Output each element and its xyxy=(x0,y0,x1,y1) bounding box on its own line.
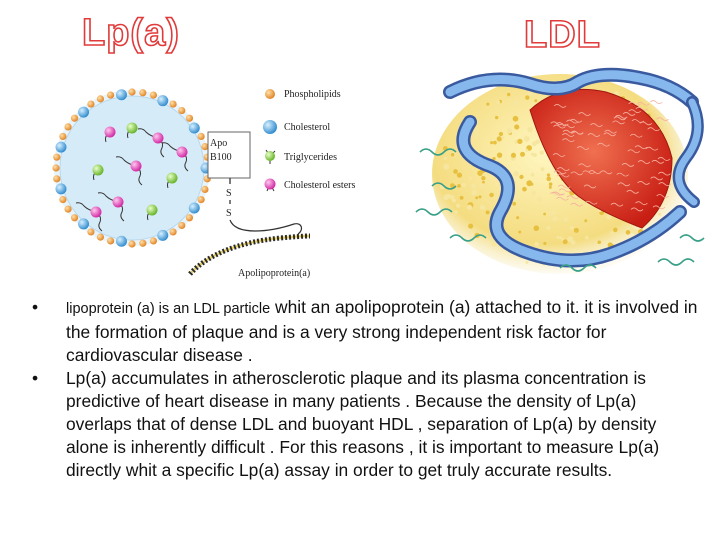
bullet-item: Lp(a) accumulates in atherosclerotic pla… xyxy=(30,367,700,482)
ldl-particle-diagram xyxy=(415,67,705,274)
phospholipid-sphere xyxy=(70,114,79,122)
phospholipid-sphere xyxy=(96,95,105,103)
apob-protein-ribbon xyxy=(443,67,704,268)
phospholipid-sphere xyxy=(64,205,72,213)
phospholipid-sphere xyxy=(87,228,95,236)
legend-label: Triglycerides xyxy=(284,152,337,163)
phospholipid-tails xyxy=(415,148,705,272)
core-molecules xyxy=(75,122,189,232)
lpa-title: Lp(a) xyxy=(81,11,180,55)
cholesterol-ester-molecule xyxy=(104,126,116,143)
triglyceride-molecule xyxy=(146,204,158,221)
phospholipid-sphere xyxy=(201,142,209,151)
phospholipid-sphere xyxy=(139,89,147,97)
phospholipid-sphere xyxy=(128,240,136,248)
legend-label: Cholesterol xyxy=(284,122,330,133)
legend-item-triglycerides: Triglycerides xyxy=(265,149,337,164)
legend: Phospholipids Cholesterol Triglycerides … xyxy=(263,89,355,192)
cholesterol-ester-molecule xyxy=(161,142,189,172)
phospholipid-sphere xyxy=(64,123,72,131)
cholesterol-sphere xyxy=(115,89,127,101)
legend-label: Cholesterol esters xyxy=(284,180,355,191)
ldl-title: LDL xyxy=(523,13,601,57)
phospholipid-shell xyxy=(52,88,212,248)
core-texture xyxy=(549,100,671,212)
phospholipid-sphere xyxy=(149,91,158,99)
phospholipid-sphere xyxy=(178,221,186,230)
disulfide-s-label-2: S xyxy=(226,208,232,219)
apo-label: Apo xyxy=(210,138,227,149)
phospholipid-sphere xyxy=(106,237,115,245)
cholesterol-ester-molecule xyxy=(115,156,143,186)
disulfide-s-label: S xyxy=(226,188,232,199)
phospholipid-sphere xyxy=(169,100,177,108)
legend-label: Phospholipids xyxy=(284,89,341,100)
phospholipid-sphere xyxy=(53,153,61,161)
phospholipid-sphere xyxy=(139,239,147,247)
cholesterol-sphere xyxy=(78,106,90,118)
phospholipid-sphere xyxy=(128,88,136,96)
legend-item-phospholipids: Phospholipids xyxy=(265,89,341,100)
triglyceride-molecule xyxy=(166,172,178,189)
cholesterol-sphere xyxy=(157,95,169,107)
disulfide-bond: S S xyxy=(226,178,232,219)
pink-molecule-icon xyxy=(264,178,276,192)
bullet-item: lipoprotein (a) is an LDL particle whit … xyxy=(30,296,700,367)
lipoprotein-sphere xyxy=(52,88,212,248)
blue-sphere-icon xyxy=(263,120,277,134)
apolipoprotein-a-label: Apolipoprotein(a) xyxy=(238,268,310,279)
lpa-particle-diagram: Apo B100 S S Apolipoprotein(a) Phospholi… xyxy=(52,88,355,279)
cholesterol-sphere xyxy=(188,202,200,214)
cholesterol-sphere xyxy=(55,183,67,195)
cholesterol-ester-molecule xyxy=(75,202,103,232)
b100-label: B100 xyxy=(210,152,232,163)
phospholipid-sphere xyxy=(185,114,194,122)
triglyceride-molecule xyxy=(92,164,104,181)
phospholipid-sphere xyxy=(53,175,61,183)
orange-sphere-icon xyxy=(265,89,275,99)
phospholipid-sphere xyxy=(169,228,177,236)
cholesterol-sphere xyxy=(78,218,90,230)
green-molecule-icon xyxy=(265,149,276,164)
apolipoprotein-a-chain: Apolipoprotein(a) xyxy=(188,219,310,279)
phospholipid-sphere xyxy=(201,185,209,194)
phospholipid-sphere xyxy=(197,195,205,204)
cholesterol-sphere xyxy=(115,235,127,247)
cholesterol-sphere xyxy=(157,229,169,241)
triglyceride-molecule xyxy=(126,122,138,139)
cholesterol-ester-molecule xyxy=(137,128,165,158)
phospholipid-sphere xyxy=(149,237,158,245)
phospholipid-sphere xyxy=(87,100,95,108)
ldl-lipid-core xyxy=(529,88,673,229)
phospholipid-sphere xyxy=(178,106,186,115)
phospholipid-sphere xyxy=(70,214,79,222)
bullet-list: lipoprotein (a) is an LDL particle whit … xyxy=(30,296,700,482)
bullet-text: whit an apolipoprotein (a) attached to i… xyxy=(66,297,698,365)
phospholipid-sphere xyxy=(52,164,60,172)
phospholipid-sphere xyxy=(185,214,194,222)
cholesterol-sphere xyxy=(188,122,200,134)
cholesterol-ester-molecule xyxy=(97,192,125,222)
phospholipid-sphere xyxy=(106,91,115,99)
phospholipid-sphere xyxy=(59,195,67,204)
bullet-lead-text: lipoprotein (a) is an LDL particle xyxy=(66,301,271,317)
apo-b100-label-box: Apo B100 xyxy=(207,131,251,179)
phospholipid-sphere xyxy=(197,132,205,141)
phospholipid-sphere xyxy=(59,132,67,141)
legend-item-cholesterol: Cholesterol xyxy=(263,120,330,134)
phospholipid-sphere xyxy=(96,233,105,241)
legend-item-cholesterol-esters: Cholesterol esters xyxy=(264,178,355,192)
bullet-text: Lp(a) accumulates in atherosclerotic pla… xyxy=(66,368,660,480)
cholesterol-sphere xyxy=(55,141,67,153)
